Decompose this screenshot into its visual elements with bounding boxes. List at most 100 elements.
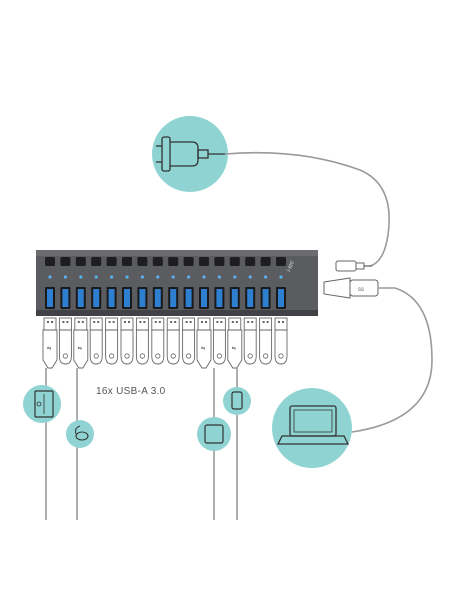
plug-metal <box>259 317 273 331</box>
flash-drive-ring <box>247 353 253 359</box>
plug-slot <box>93 321 96 323</box>
plug-slot <box>62 321 65 323</box>
port-led <box>217 275 221 279</box>
port-led <box>264 275 268 279</box>
plug-slot <box>220 321 223 323</box>
plug-metal <box>43 317 57 331</box>
usb-a-port-tongue <box>278 289 284 307</box>
plug-slot <box>143 321 146 323</box>
port-switches <box>45 257 286 266</box>
port-led <box>94 275 98 279</box>
usb-a-port-tongue <box>262 289 269 307</box>
usb-plug: ⇆ <box>73 317 89 369</box>
port-switch <box>122 257 132 266</box>
plug-metal <box>182 317 196 331</box>
usb-logo: ⇆ <box>201 346 205 352</box>
port-switch <box>199 257 209 266</box>
flash-drive-body <box>89 329 103 365</box>
usb-plug <box>166 317 180 365</box>
usb-a-port-tongue <box>62 289 69 307</box>
usb-plug <box>89 317 103 365</box>
plug-slot <box>51 321 53 323</box>
plug-slot <box>266 321 269 323</box>
usb-plug <box>120 317 134 365</box>
mouse-icon <box>66 420 94 448</box>
plug-slot <box>262 321 265 323</box>
usb-plug: ⇆ <box>196 317 212 369</box>
plug-slot <box>231 321 234 323</box>
usb-hub: i-tec <box>36 250 318 316</box>
port-switch <box>260 257 271 266</box>
plug-slot <box>112 321 115 323</box>
port-switch <box>91 257 102 266</box>
port-led <box>63 275 67 279</box>
port-switch <box>152 257 163 266</box>
plug-housing <box>196 329 212 369</box>
usb-b-plug: ss <box>323 277 395 299</box>
port-switch <box>183 257 194 266</box>
plug-slot <box>170 321 173 323</box>
plug-metal <box>274 317 288 331</box>
usb-a-port-tongue <box>185 289 192 307</box>
usb-a-port-tongue <box>216 289 223 307</box>
port-led <box>48 275 52 279</box>
smartphone-icon <box>223 387 251 415</box>
flash-drive-body <box>166 329 180 365</box>
port-led <box>171 275 175 279</box>
plug-slot <box>47 321 49 323</box>
dc-plug <box>335 260 372 272</box>
usb-logo: ⇆ <box>232 346 236 352</box>
plug-metal <box>228 317 242 331</box>
port-switch <box>60 257 71 266</box>
usb-plug <box>212 317 226 365</box>
port-switch <box>45 257 55 266</box>
port-switch <box>168 257 179 266</box>
flash-drive-body <box>151 329 165 365</box>
port-led <box>125 275 129 279</box>
port-led <box>233 275 237 279</box>
port-led <box>187 275 191 279</box>
laptop-icon <box>272 388 352 468</box>
flash-drive-ring <box>170 353 176 359</box>
usb-plug <box>135 317 149 365</box>
port-led <box>248 275 252 279</box>
usb-a-port-tongue <box>47 289 53 307</box>
flash-drive-body <box>120 329 134 365</box>
port-switch <box>214 257 225 266</box>
plug-metal <box>105 317 119 331</box>
usb-plug <box>105 317 119 365</box>
flash-drive-ring <box>124 353 130 359</box>
plug-slot <box>154 321 157 323</box>
flash-drive-body <box>212 329 226 365</box>
plug-metal <box>74 317 88 331</box>
usb-a-port-tongue <box>231 289 238 307</box>
usb-a-port-tongue <box>154 289 161 307</box>
usb-logo: ⇆ <box>78 346 82 352</box>
flash-drive-ring <box>93 353 99 359</box>
plug-slot <box>97 321 100 323</box>
plug-slot <box>282 321 284 323</box>
plug-slot <box>235 321 238 323</box>
flash-drive-body <box>105 329 119 365</box>
plug-slot <box>247 321 250 323</box>
plug-slot <box>174 321 177 323</box>
flash-drive-ring <box>186 353 192 359</box>
power-adapter-icon <box>152 116 228 192</box>
flash-drive-body <box>135 329 149 365</box>
plug-housing <box>42 329 58 369</box>
port-led <box>156 275 160 279</box>
usb-a-port-tongue <box>247 289 254 307</box>
usb-logo: ⇆ <box>47 346 51 352</box>
plug-metal <box>89 317 103 331</box>
flash-drive-body <box>259 329 273 365</box>
plug-slot <box>81 321 84 323</box>
usb-a-port-tongue <box>139 289 146 307</box>
plug-metal <box>243 317 257 331</box>
usb-plug <box>151 317 165 365</box>
port-switch <box>229 257 240 266</box>
usb-a-port-tongue <box>170 289 177 307</box>
svg-text:ss: ss <box>358 287 364 293</box>
brand-logo: i-tec <box>286 260 296 273</box>
usb-plug <box>58 317 72 365</box>
flash-drive-body <box>274 329 288 365</box>
